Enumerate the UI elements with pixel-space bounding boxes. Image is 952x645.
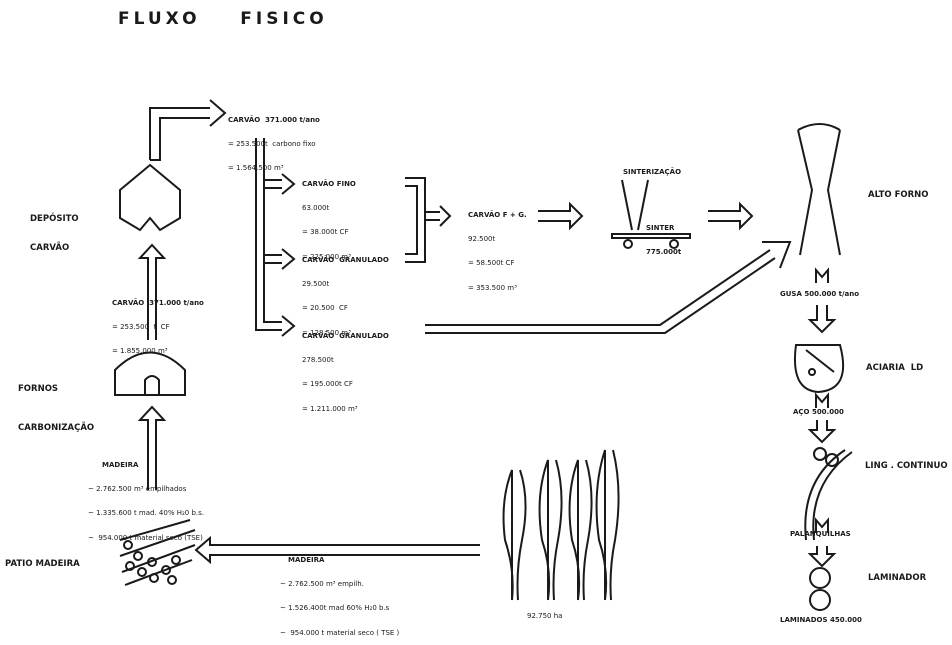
note-line: CARVÃO GRANULADO bbox=[302, 256, 389, 264]
sinterizacao-label: SINTERIZAÇÃO bbox=[623, 168, 681, 176]
note-line: ~ 1.335.600 t mad. 40% H₂0 b.s. bbox=[88, 509, 204, 517]
aco-label: AÇO 500.000 bbox=[793, 408, 844, 416]
laminados-label: LAMINADOS 450.000 bbox=[780, 616, 862, 624]
label-line: 775.000t bbox=[646, 248, 681, 256]
note-line: CARVÃO 371.000 t/ano bbox=[228, 116, 320, 124]
area-label: 92.750 ha bbox=[527, 612, 562, 620]
ling-continuo-label: LING . CONTINUO bbox=[865, 462, 948, 472]
arrow-right-icon bbox=[538, 204, 582, 228]
roller-icon bbox=[810, 568, 830, 588]
fornos-label: FORNOS CARBONIZAÇÃO bbox=[18, 365, 94, 443]
palanquilhas-label: PALANQUILHAS bbox=[790, 530, 851, 538]
madeira-left-note: MADEIRA ~ 2.762.500 m³ empilhados ~ 1.33… bbox=[88, 445, 204, 550]
note-line: = 195.000t CF bbox=[302, 380, 389, 388]
arrow-down-icon bbox=[810, 546, 834, 566]
note-line: MADEIRA bbox=[288, 556, 399, 564]
madeira-right-note: MADEIRA ~ 2.762.500 m³ empilh. ~ 1.526.4… bbox=[280, 540, 399, 645]
converter-icon bbox=[795, 345, 843, 392]
note-line: CARVÃO F + G. bbox=[468, 211, 527, 219]
label-line: FORNOS bbox=[18, 385, 94, 395]
ladle-icon bbox=[816, 270, 828, 283]
arrow-down-icon bbox=[810, 420, 834, 442]
note-line: CARVÃO FINO bbox=[302, 180, 356, 188]
note-line: = 353.500 m³ bbox=[468, 284, 527, 292]
note-line: 63.000t bbox=[302, 204, 356, 212]
page-title: FLUXO FISICO bbox=[118, 10, 328, 30]
arrow-icon bbox=[282, 174, 294, 336]
note-line: = 38.000t CF bbox=[302, 228, 356, 236]
label-line: SINTER bbox=[646, 224, 681, 232]
note-line: = 58.500t CF bbox=[468, 259, 527, 267]
carvao-fg-note: CARVÃO F + G. 92.500t = 58.500t CF = 353… bbox=[468, 195, 527, 300]
note-line: = 20.500 CF bbox=[302, 304, 389, 312]
note-line: 92.500t bbox=[468, 235, 527, 243]
note-line: ~ 954.000 t material seco (TSE) bbox=[88, 534, 204, 542]
carvao-granulado-2-note: CARVÃO GRANULADO 278.500t = 195.000t CF … bbox=[302, 316, 389, 421]
merge-bracket bbox=[405, 178, 450, 262]
house-icon bbox=[120, 165, 180, 230]
arrow-right-icon bbox=[708, 204, 752, 228]
laminador-label: LAMINADOR bbox=[868, 574, 926, 584]
tree-icon bbox=[504, 450, 619, 600]
label-line: DEPÓSITO bbox=[30, 215, 79, 225]
note-line: = 1.855.000 m³ bbox=[112, 347, 204, 355]
arrow-down-icon bbox=[810, 305, 834, 332]
blast-furnace-icon bbox=[798, 124, 840, 255]
alto-forno-label: ALTO FORNO bbox=[868, 191, 929, 201]
label-line: CARBONIZAÇÃO bbox=[18, 424, 94, 434]
roller-icon bbox=[810, 590, 830, 610]
note-line: ~ 954.000 t material seco ( TSE ) bbox=[280, 629, 399, 637]
note-line: ~ 2.762.500 m³ empilh. bbox=[280, 580, 399, 588]
carvao-mid-note: CARVÃO 371.000 t/ano = 253.500 t CF = 1.… bbox=[112, 283, 204, 363]
ladle-icon bbox=[816, 395, 828, 408]
note-line: = 253.500 t CF bbox=[112, 323, 204, 331]
note-line: ~ 1.526.400t mad 60% H₂0 b.s bbox=[280, 604, 399, 612]
label-line: CARVÃO bbox=[30, 244, 79, 254]
note-line: 29.500t bbox=[302, 280, 389, 288]
note-line: MADEIRA bbox=[102, 461, 204, 469]
sinter-label: SINTER 775.000t bbox=[646, 208, 681, 264]
note-line: ~ 2.762.500 m³ empilhados bbox=[88, 485, 204, 493]
aciaria-label: ACIARIA LD bbox=[866, 364, 923, 374]
patio-label: PATIO MADEIRA bbox=[5, 560, 80, 570]
gusa-label: GUSA 500.000 t/ano bbox=[780, 290, 859, 298]
note-line: CARVÃO GRANULADO bbox=[302, 332, 389, 340]
note-line: 278.500t bbox=[302, 356, 389, 364]
note-line: = 253.500t carbono fixo bbox=[228, 140, 320, 148]
note-line: = 1.211.000 m³ bbox=[302, 405, 389, 413]
deposito-label: DEPÓSITO CARVÃO bbox=[30, 195, 79, 263]
note-line: CARVÃO 371.000 t/ano bbox=[112, 299, 204, 307]
arrow-up-right-icon bbox=[150, 100, 225, 160]
